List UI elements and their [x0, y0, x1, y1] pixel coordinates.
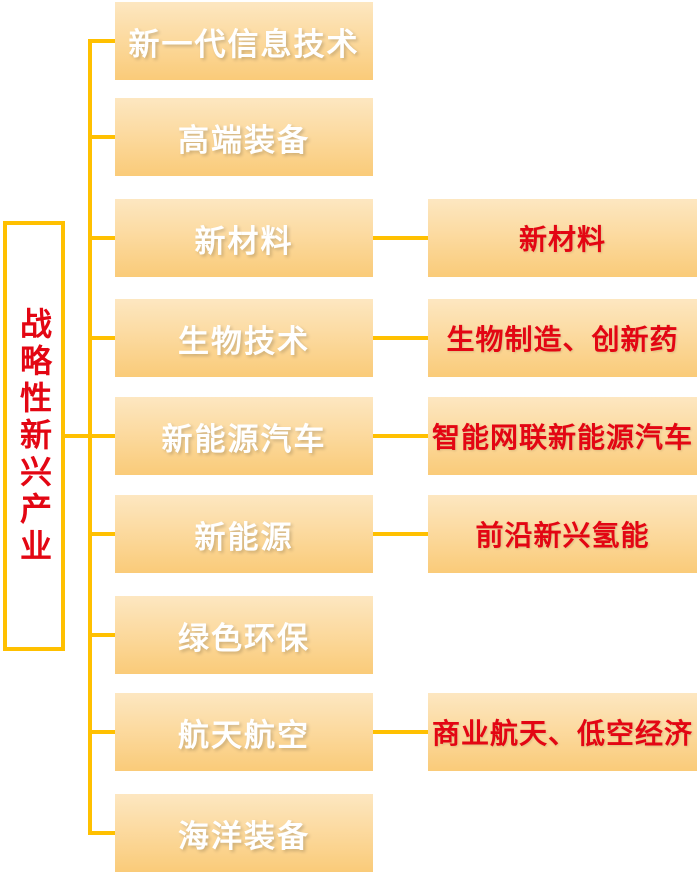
focus-node-biomanufacturing-drugs: 生物制造、创新药 [428, 299, 697, 377]
industry-label: 航天航空 [178, 717, 310, 753]
industry-node-highend-equipment: 高端装备 [115, 98, 373, 176]
connector-aerospace-focus [373, 730, 428, 734]
industry-label: 绿色环保 [178, 620, 310, 656]
focus-label: 前沿新兴氢能 [475, 520, 650, 551]
industry-label: 海洋装备 [178, 818, 310, 854]
connector-stub-row5 [88, 434, 115, 438]
focus-label: 生物制造、创新药 [446, 324, 679, 355]
industry-node-green-environment: 绿色环保 [115, 596, 373, 674]
focus-label: 智能网联新能源汽车 [431, 422, 693, 453]
root-node-strategic-emerging-industries: 战略性新兴产业 [3, 221, 65, 651]
connector-stub-row4 [88, 336, 115, 340]
root-node-label: 战略性新兴产业 [16, 306, 52, 566]
industry-node-aerospace: 航天航空 [115, 693, 373, 771]
connector-stub-row2 [88, 135, 115, 139]
industry-node-new-materials: 新材料 [115, 199, 373, 277]
connector-stub-row7 [88, 633, 115, 637]
focus-node-frontier-hydrogen: 前沿新兴氢能 [428, 495, 697, 573]
industry-node-new-energy: 新能源 [115, 495, 373, 573]
connector-stub-row1 [88, 39, 115, 43]
connector-stub-row6 [88, 532, 115, 536]
industry-label: 新一代信息技术 [128, 26, 360, 62]
connector-root-to-spine [65, 434, 92, 438]
industry-label: 新能源汽车 [161, 421, 327, 457]
connector-newmaterials-focus [373, 236, 428, 240]
connector-stub-row9 [88, 831, 115, 835]
industry-label: 新材料 [194, 223, 294, 259]
connector-newenergy-focus [373, 532, 428, 536]
connector-nev-focus [373, 434, 428, 438]
industry-label: 新能源 [194, 519, 294, 555]
connector-stub-row3 [88, 236, 115, 240]
focus-label: 新材料 [518, 224, 606, 255]
focus-label: 商业航天、低空经济 [431, 718, 693, 749]
industry-node-next-gen-it: 新一代信息技术 [115, 2, 373, 80]
focus-node-new-materials: 新材料 [428, 199, 697, 277]
connector-stub-row8 [88, 730, 115, 734]
industry-node-new-energy-vehicles: 新能源汽车 [115, 397, 373, 475]
focus-node-intelligent-connected-nev: 智能网联新能源汽车 [428, 397, 697, 475]
focus-node-commercial-space-loweconomy: 商业航天、低空经济 [428, 693, 697, 771]
industry-node-biotechnology: 生物技术 [115, 299, 373, 377]
connector-biotech-focus [373, 336, 428, 340]
industry-label: 生物技术 [178, 323, 310, 359]
industry-node-marine-equipment: 海洋装备 [115, 794, 373, 872]
industry-label: 高端装备 [178, 122, 310, 158]
